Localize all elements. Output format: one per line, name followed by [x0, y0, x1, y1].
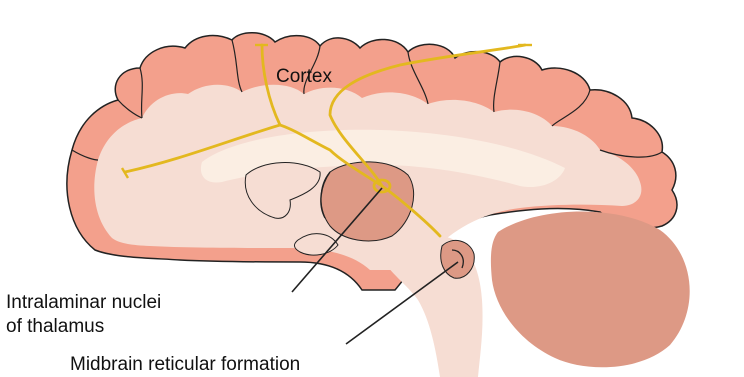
label-cortex: Cortex	[276, 66, 332, 87]
cerebellum	[491, 211, 690, 367]
label-midbrain: Midbrain reticular formation	[70, 354, 300, 375]
midbrain-colliculus	[441, 240, 475, 278]
label-thalamus-line1: Intralaminar nuclei	[6, 292, 161, 313]
label-thalamus-line2: of thalamus	[6, 316, 104, 337]
thalamus	[321, 162, 414, 241]
